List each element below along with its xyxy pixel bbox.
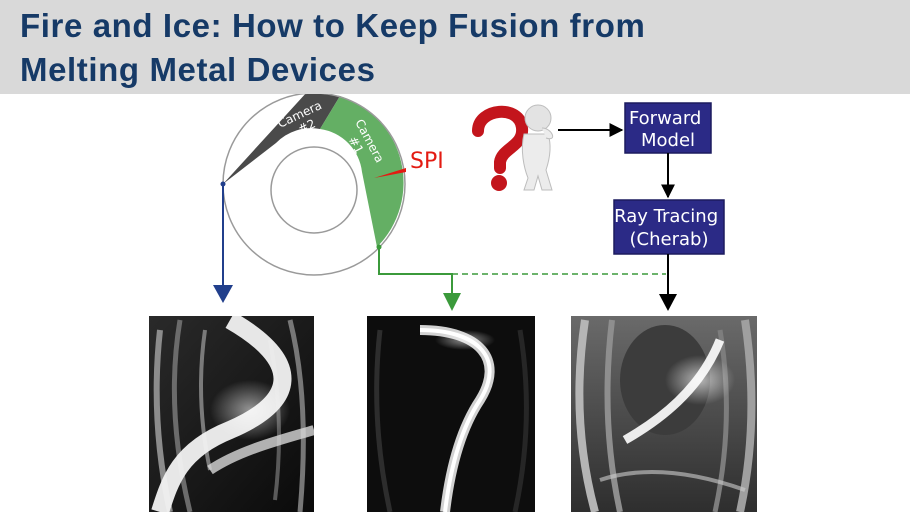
camera-2-wedge: [223, 94, 340, 184]
camera-1-connector: [376, 244, 666, 311]
camera-1-image: [367, 316, 535, 512]
ray-tracing-label-line-1: Ray Tracing: [614, 206, 718, 227]
arrow-to-synthetic-image: [659, 254, 677, 311]
slide-title-line-1: Fire and Ice: How to Keep Fusion from: [20, 7, 646, 44]
spi-label: SPI: [410, 149, 444, 174]
torus-diagram: Camera #2 Camera #1 SPI: [222, 94, 444, 276]
spi-injector-icon: [374, 168, 406, 178]
question-mark-figure-icon: [472, 104, 554, 191]
svg-text:Forward Model: Forward Model: [629, 108, 707, 151]
forward-model-box: Forward Model: [624, 102, 712, 154]
diagram: Camera #2 Camera #1 SPI: [149, 94, 757, 512]
svg-text:Ray Tracing (Cherab): Ray Tracing (Cherab): [614, 206, 724, 250]
synthetic-image: [571, 316, 757, 512]
slide-title-line-2: Melting Metal Devices: [20, 51, 376, 88]
camera-2-connector: [213, 181, 233, 303]
camera-1-wedge: [320, 96, 404, 247]
forward-model-label-line-1: Forward: [629, 108, 701, 129]
camera-2-image: [149, 316, 314, 512]
title-bar: Fire and Ice: How to Keep Fusion from Me…: [0, 0, 910, 94]
torus-inner-ring: [270, 146, 358, 234]
forward-model-label-line-2: Model: [641, 130, 695, 151]
ray-tracing-label-line-2: (Cherab): [630, 229, 709, 250]
ray-tracing-box: Ray Tracing (Cherab): [613, 199, 725, 255]
